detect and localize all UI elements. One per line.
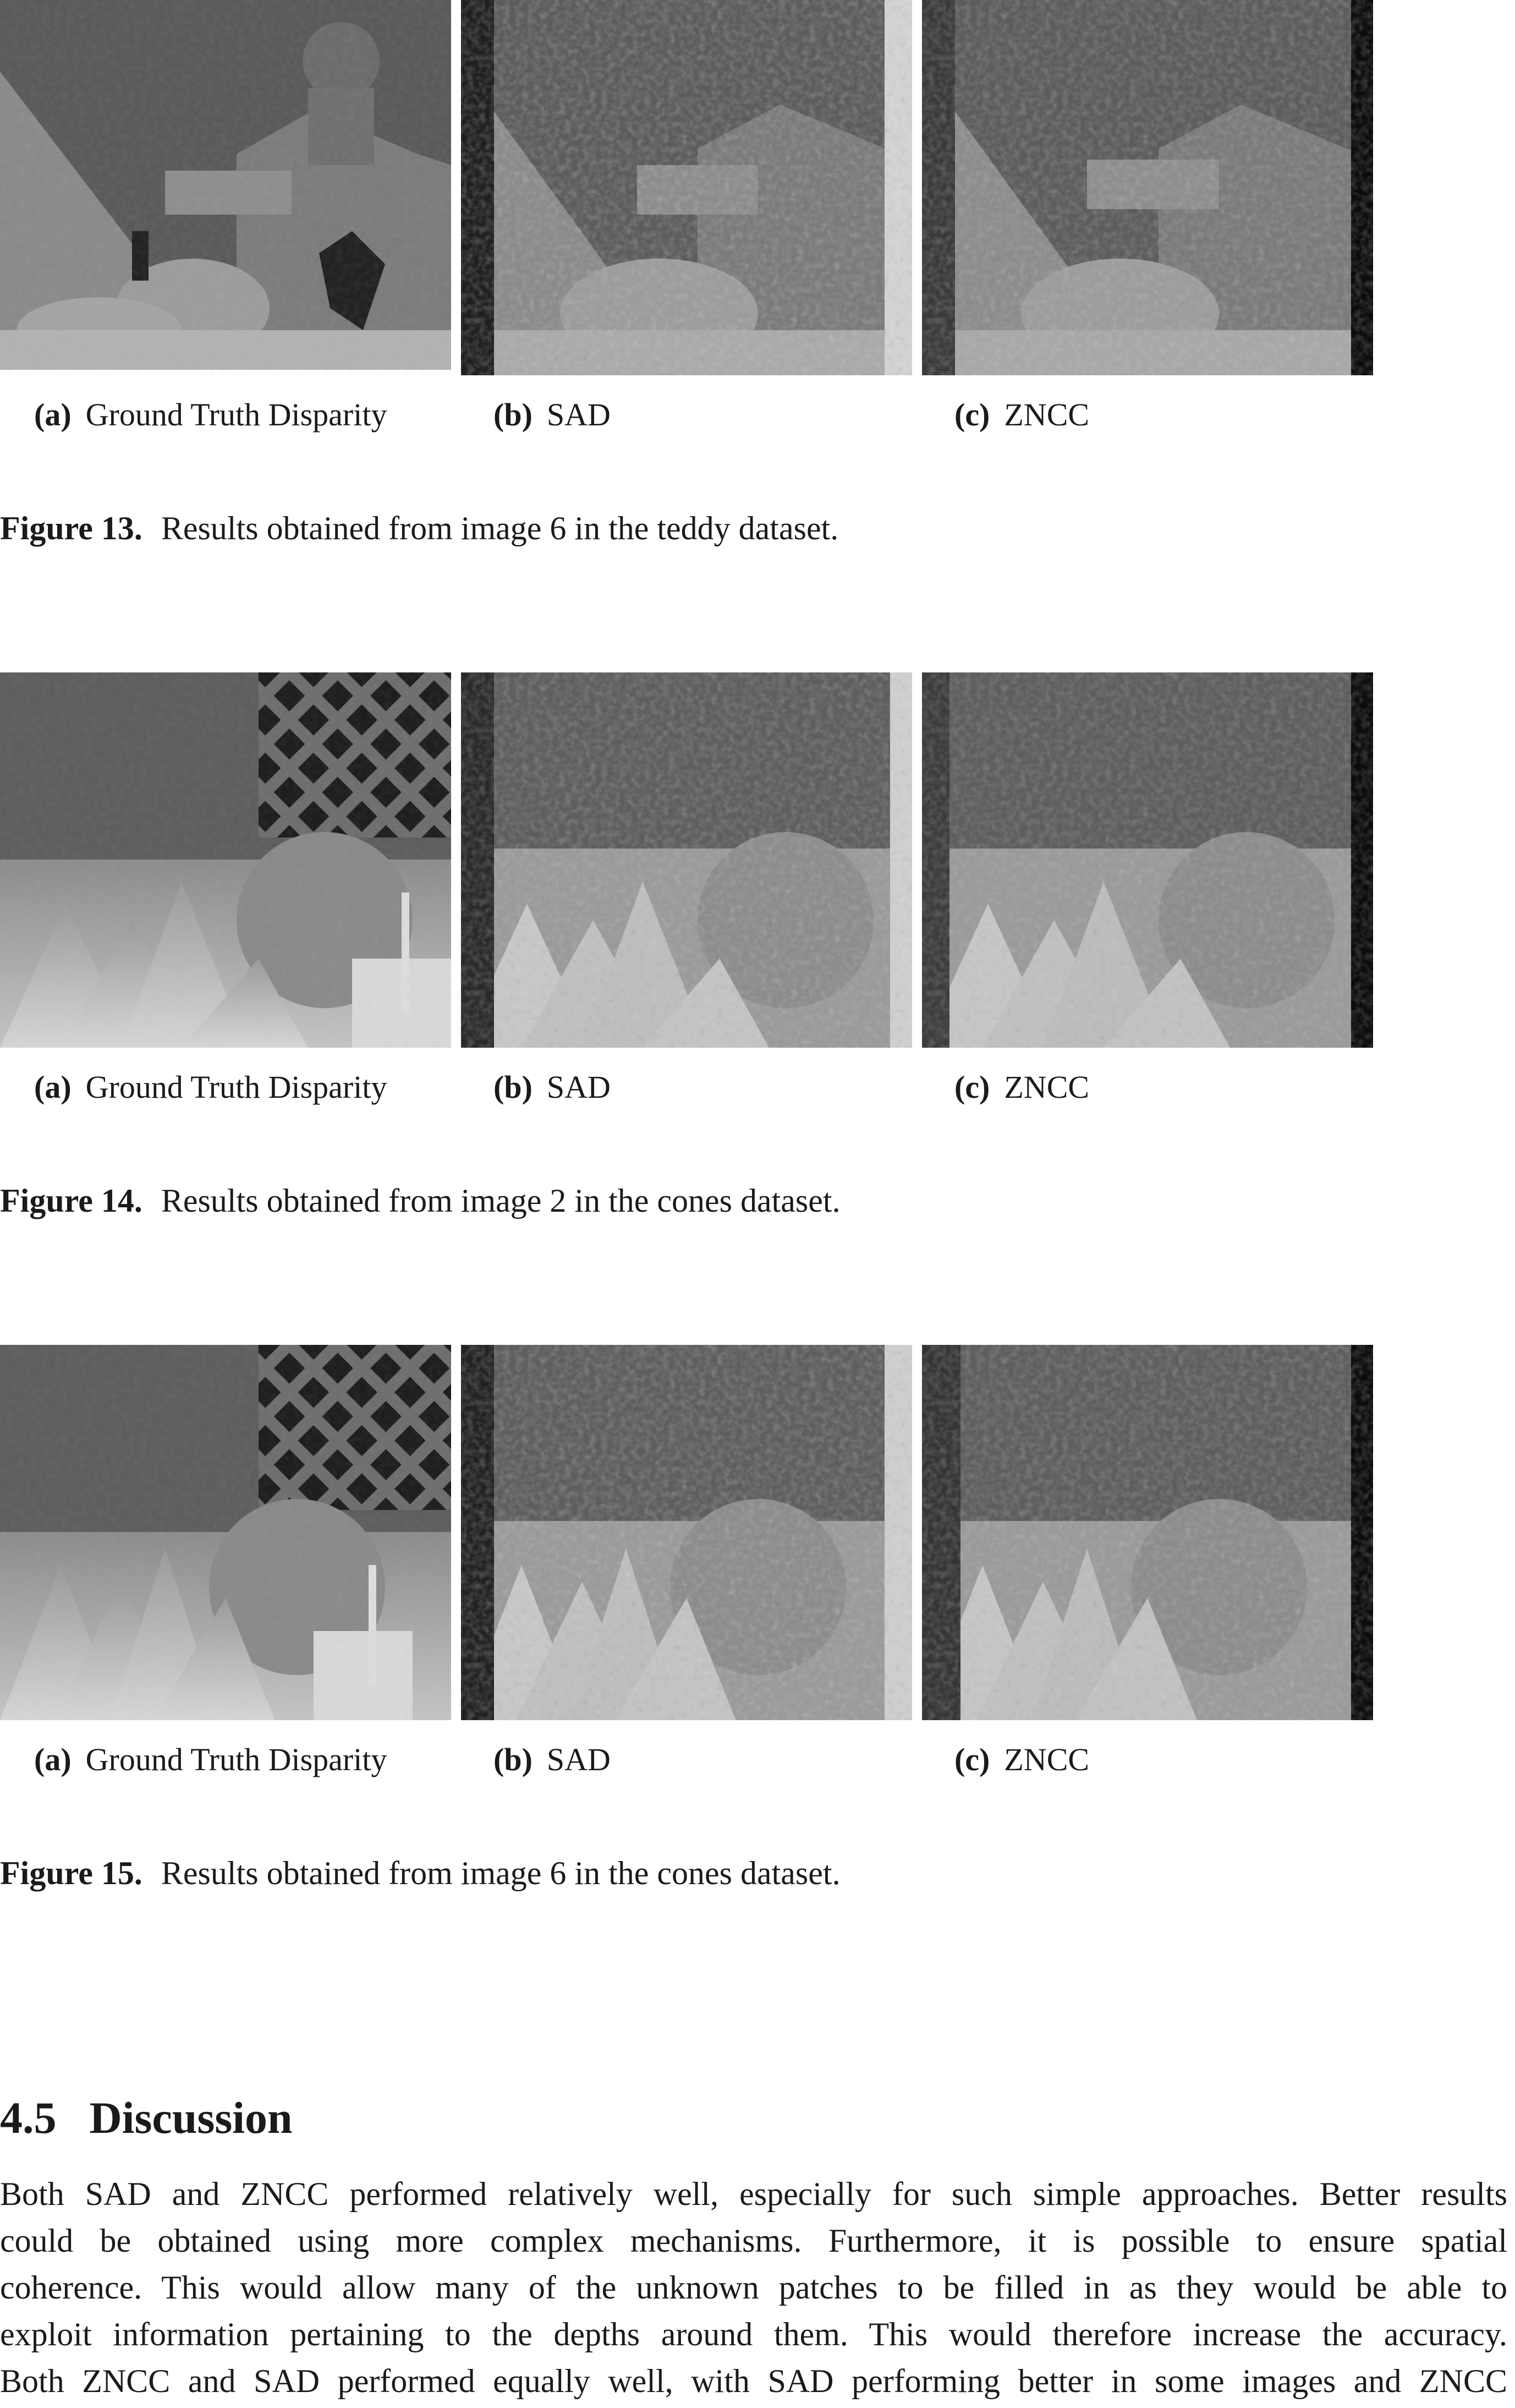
discussion-paragraph: Both SAD and ZNCC performed relatively w…	[0, 2171, 1507, 2405]
section-title: Discussion	[89, 2093, 293, 2143]
sad-result-image	[461, 0, 912, 375]
figure-caption: Figure 14.Results obtained from image 2 …	[0, 1183, 841, 1219]
subcaption-c: (c)ZNCC	[954, 1742, 1090, 1777]
subcaption-b: (b)SAD	[493, 1069, 611, 1105]
ground-truth-disparity-image	[0, 1345, 451, 1720]
paragraph-line: could be obtained using more complex mec…	[0, 2223, 1507, 2259]
ground-truth-disparity-image	[0, 0, 451, 375]
section-heading: 4.5 Discussion	[0, 2095, 293, 2141]
paragraph-line: Both ZNCC and SAD performed equally well…	[0, 2363, 1507, 2399]
ground-truth-disparity-image	[0, 672, 451, 1048]
subcaption-a: (a)Ground Truth Disparity	[34, 1742, 387, 1777]
paragraph-line: Both SAD and ZNCC performed relatively w…	[0, 2176, 1507, 2212]
subcaption-a: (a)Ground Truth Disparity	[34, 1069, 387, 1105]
subcaption-b: (b)SAD	[493, 1742, 611, 1777]
subcaption-a: (a)Ground Truth Disparity	[34, 397, 387, 433]
figure-caption: Figure 13.Results obtained from image 6 …	[0, 510, 839, 546]
subcaption-c: (c)ZNCC	[954, 397, 1090, 433]
sad-result-image	[461, 672, 912, 1048]
subcaption-b: (b)SAD	[493, 397, 611, 433]
paragraph-line: exploit information pertaining to the de…	[0, 2316, 1507, 2352]
section-number: 4.5	[0, 2093, 57, 2143]
zncc-result-image	[922, 1345, 1373, 1720]
subcaption-c: (c)ZNCC	[954, 1069, 1090, 1105]
zncc-result-image	[922, 672, 1373, 1048]
zncc-result-image	[922, 0, 1373, 375]
figure-caption: Figure 15.Results obtained from image 6 …	[0, 1855, 841, 1891]
sad-result-image	[461, 1345, 912, 1720]
paragraph-line: coherence. This would allow many of the …	[0, 2269, 1507, 2306]
